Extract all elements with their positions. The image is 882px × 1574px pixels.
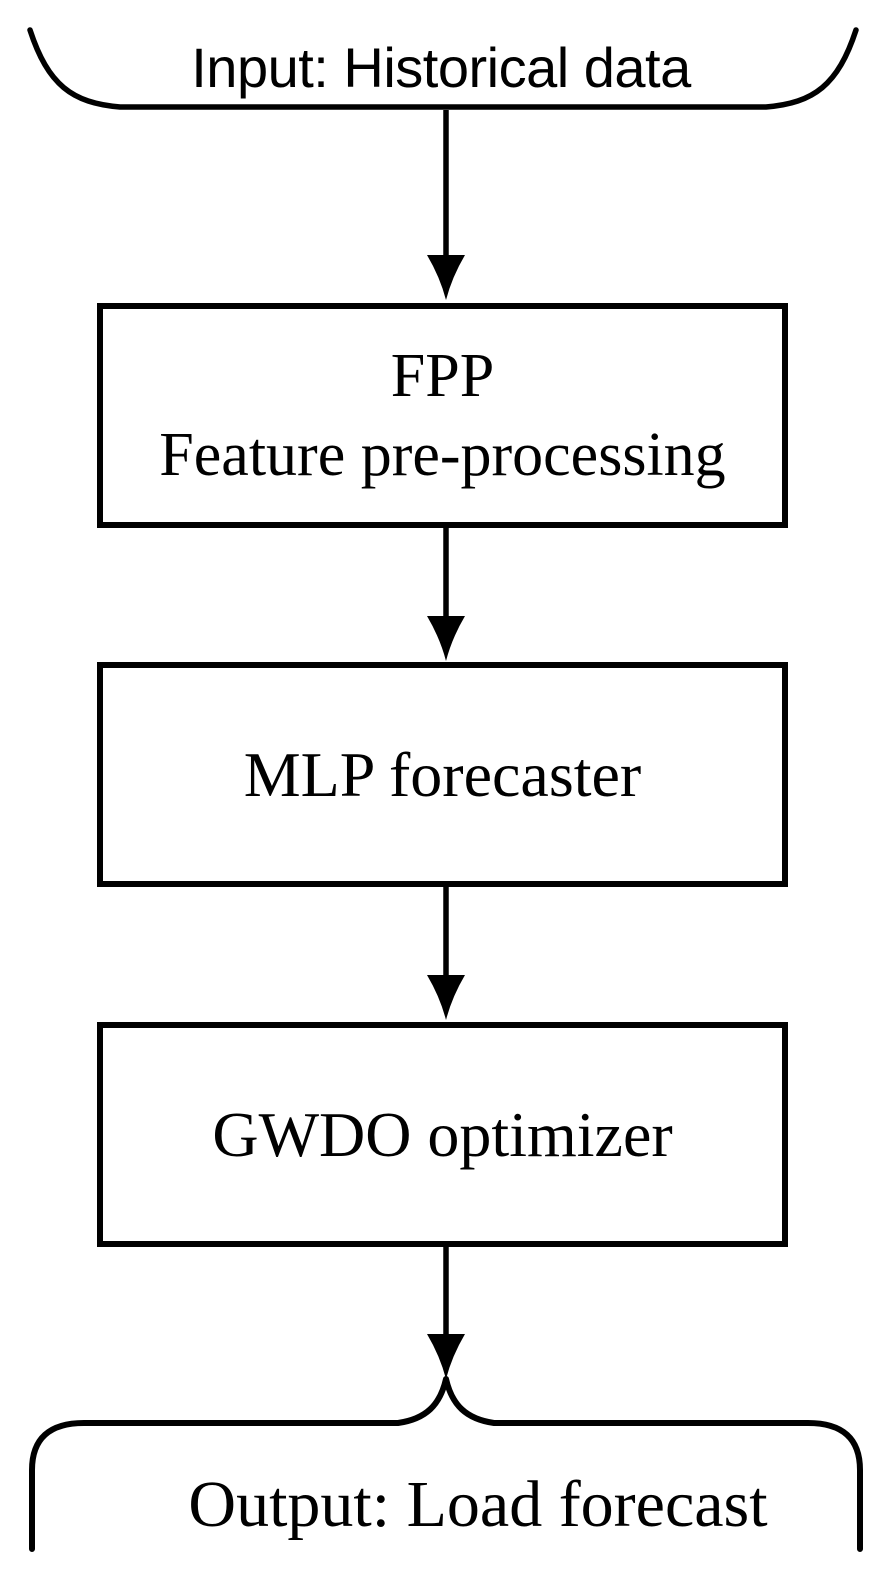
gwdo-node-label: GWDO optimizer [212, 1098, 673, 1170]
input-terminator-shape [27, 27, 859, 110]
fpp-node-label-line1: FPP [390, 341, 495, 410]
process-box-fpp [97, 303, 788, 528]
edge-mlp-gwdo-arrowhead [427, 975, 465, 1020]
edge-fpp-mlp-arrowhead [427, 616, 465, 661]
fpp-node-label: FPP Feature pre-processing [97, 303, 788, 528]
fpp-node-label-line2: Feature pre-processing [159, 420, 726, 489]
process-box-gwdo [97, 1022, 788, 1247]
edge-input-fpp-arrowhead [427, 255, 465, 300]
process-box-mlp [97, 662, 788, 887]
output-node-label: Output: Load forecast [188, 1468, 768, 1541]
input-node-label: Input: Historical data [191, 36, 691, 99]
output-terminator-shape [29, 1376, 863, 1552]
mlp-node-label: MLP forecaster [243, 738, 642, 810]
edge-gwdo-output-arrowhead [427, 1334, 465, 1379]
